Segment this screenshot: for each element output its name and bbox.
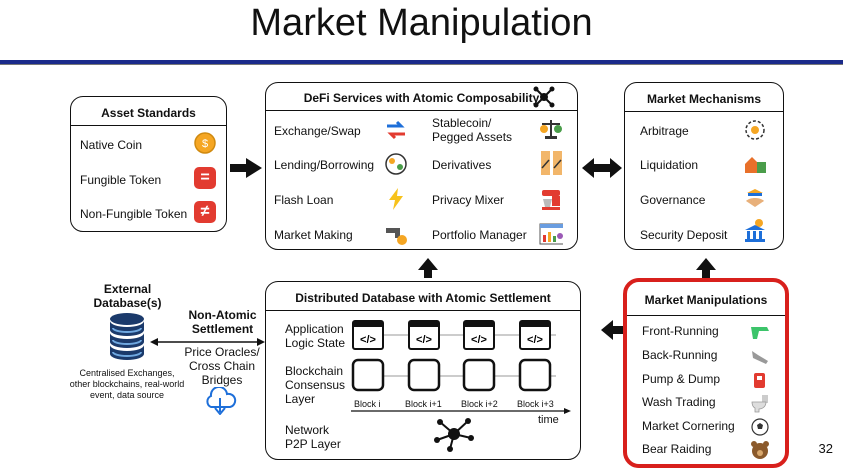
manipulation-item-label: Back-Running — [642, 348, 718, 362]
svg-text:$: $ — [202, 138, 208, 150]
not-equals-icon: ≠ — [193, 200, 217, 224]
pump-icon — [748, 368, 772, 392]
mechanism-item-label: Arbitrage — [640, 124, 689, 138]
defi-item-label: Flash Loan — [274, 193, 334, 207]
header-rule — [0, 60, 843, 64]
cloud-download-icon — [206, 387, 237, 415]
scale-icon — [539, 116, 563, 140]
page-number: 32 — [818, 441, 833, 456]
coin-icon: $ — [193, 131, 217, 155]
divider — [266, 310, 580, 311]
asset-item-label: Fungible Token — [80, 173, 162, 187]
toilet-icon — [748, 391, 772, 415]
defi-item-label: Exchange/Swap — [274, 124, 361, 138]
market-manipulations-title: Market Manipulations — [644, 293, 768, 307]
sneaker-icon — [748, 344, 772, 368]
manipulation-item-label: Market Cornering — [642, 419, 735, 433]
arrow-up — [418, 258, 438, 278]
network-nodes-icon — [532, 85, 556, 109]
code-window-icon: </> — [352, 320, 384, 350]
time-label: time — [538, 414, 559, 426]
code-window-icon: </> — [463, 320, 495, 350]
defi-services-box: DeFi Services with Atomic Composability … — [265, 82, 578, 250]
water-gun-icon — [748, 320, 772, 344]
layer-label: Application Logic State — [285, 322, 346, 350]
header-rule-thin — [0, 64, 843, 65]
liquidation-icon — [743, 152, 767, 176]
distributed-db-title: Distributed Database with Atomic Settlem… — [295, 291, 551, 305]
svg-text:</>: </> — [416, 334, 432, 346]
asset-item-label: Non-Fungible Token — [80, 207, 188, 221]
external-db-description: Centralised Exchanges, other blockchains… — [69, 368, 185, 400]
equals-icon: = — [193, 166, 217, 190]
block-square — [462, 358, 496, 392]
manipulation-item-label: Wash Trading — [642, 395, 716, 409]
divider — [627, 315, 785, 316]
asset-standards-box: Asset Standards Native Coin $ Fungible T… — [70, 96, 227, 232]
non-atomic-title: Non-Atomic Settlement — [188, 308, 257, 336]
mixer-icon — [539, 187, 563, 211]
arrow-up — [696, 258, 716, 278]
defi-item-label: Derivatives — [432, 158, 492, 172]
defi-item-label: Lending/Borrowing — [274, 158, 375, 172]
p2p-network-icon — [434, 418, 474, 452]
block-label: Block i+3 — [517, 399, 554, 409]
svg-text:</>: </> — [360, 334, 376, 346]
swap-arrows-icon — [384, 118, 408, 142]
market-mechanisms-title: Market Mechanisms — [646, 92, 762, 106]
portfolio-chart-icon — [539, 222, 563, 246]
manipulation-item-label: Front-Running — [642, 324, 719, 338]
block-square — [351, 358, 385, 392]
block-label: Block i+1 — [405, 399, 442, 409]
governance-icon — [743, 187, 767, 211]
mechanism-item-label: Governance — [640, 193, 706, 207]
defi-item-label: Market Making — [274, 228, 353, 242]
soccer-ball-icon — [748, 415, 772, 439]
mechanism-item-label: Security Deposit — [640, 228, 728, 242]
arbitrage-icon — [743, 118, 767, 142]
layer-label: Network P2P Layer — [285, 423, 341, 451]
lightning-icon — [384, 187, 408, 211]
divider — [625, 111, 783, 112]
bank-icon — [743, 219, 767, 243]
block-square — [407, 358, 441, 392]
bidirectional-arrow — [150, 338, 265, 346]
database-icon — [110, 313, 144, 360]
mechanism-item-label: Liquidation — [640, 158, 699, 172]
blockchain-diagram: </> </> </> </> — [351, 320, 571, 414]
layer-label: Blockchain Consensus Layer — [285, 364, 346, 406]
page-title: Market Manipulation — [250, 2, 593, 44]
defi-services-title: DeFi Services with Atomic Composability — [303, 91, 540, 105]
manipulation-item-label: Bear Raiding — [642, 442, 712, 456]
manipulation-item-label: Pump & Dump — [642, 372, 721, 386]
external-db-title: External Database(s) — [93, 282, 162, 310]
block-label: Block i — [354, 399, 381, 409]
code-window-icon: </> — [519, 320, 551, 350]
asset-item-label: Native Coin — [80, 138, 143, 152]
defi-item-label: Privacy Mixer — [432, 193, 505, 207]
arrow-right — [230, 158, 262, 178]
faucet-icon — [384, 222, 408, 246]
oracles-label: Price Oracles/ Cross Chain Bridges — [184, 345, 260, 387]
divider — [71, 125, 226, 126]
bear-icon — [748, 438, 772, 462]
market-manipulations-box: Market Manipulations Front-Running Back-… — [623, 278, 789, 468]
code-window-icon: </> — [408, 320, 440, 350]
svg-text:</>: </> — [471, 334, 487, 346]
lending-icon — [384, 152, 408, 176]
block-square — [518, 358, 552, 392]
market-mechanisms-box: Market Mechanisms Arbitrage Liquidation … — [624, 82, 784, 250]
svg-text:</>: </> — [527, 334, 543, 346]
asset-standards-title: Asset Standards — [101, 106, 196, 120]
block-label: Block i+2 — [461, 399, 498, 409]
defi-item-label: Portfolio Manager — [432, 228, 527, 242]
defi-item-label: Stablecoin/ Pegged Assets — [432, 116, 513, 144]
derivatives-icon — [539, 151, 563, 175]
distributed-db-box: Distributed Database with Atomic Settlem… — [265, 281, 581, 460]
divider — [266, 110, 577, 111]
arrow-left — [601, 320, 623, 340]
double-arrow — [582, 158, 622, 178]
